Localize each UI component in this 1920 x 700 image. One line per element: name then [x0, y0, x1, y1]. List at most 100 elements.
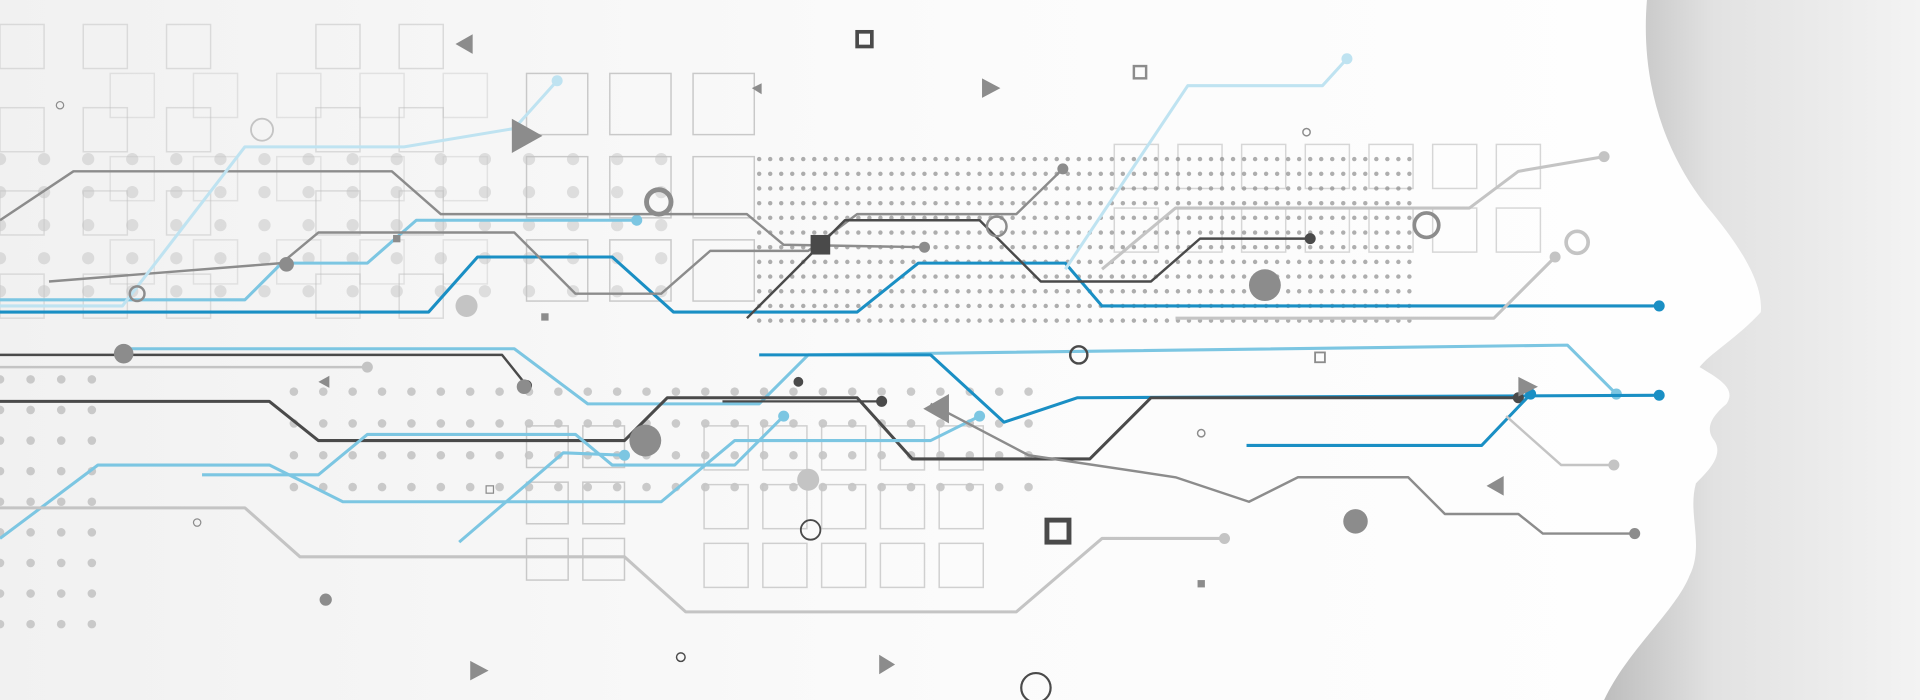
circuit-line: [0, 396, 1519, 461]
grid-dot: [1374, 156, 1379, 162]
grid-dot: [436, 450, 446, 460]
grid-dot: [1208, 186, 1214, 191]
grid-square: [582, 537, 626, 581]
grid-dot: [1241, 186, 1247, 191]
grid-dot: [1065, 200, 1070, 206]
grid-dot: [818, 482, 828, 492]
grid-dot: [900, 215, 905, 221]
grid-dot: [1032, 289, 1037, 294]
grid-dot: [87, 589, 97, 598]
grid-dot: [1021, 215, 1026, 221]
grid-dot: [1296, 259, 1302, 265]
grid-dot: [1285, 156, 1291, 162]
grid-dot: [944, 200, 949, 206]
line-end-node: [1608, 459, 1620, 471]
grid-dot: [1186, 259, 1192, 265]
grid-dot: [801, 156, 806, 162]
grid-dot: [1274, 215, 1280, 221]
grid-dot: [566, 219, 580, 232]
grid-dot: [1374, 230, 1379, 235]
grid-dot: [318, 387, 328, 396]
grid-dot: [1407, 186, 1412, 191]
grid-dot: [1120, 156, 1126, 162]
grid-dot: [1219, 200, 1225, 206]
grid-dot: [1087, 303, 1092, 309]
grid-dot: [87, 497, 97, 507]
grid-dot: [1120, 318, 1126, 323]
grid-square: [1113, 143, 1160, 190]
grid-square: [398, 23, 444, 70]
grid-dot: [1175, 200, 1181, 206]
grid-dot: [1407, 156, 1412, 162]
grid-dot: [977, 215, 982, 221]
grid-dot: [554, 419, 563, 428]
grid-dot: [856, 171, 861, 176]
line-end-node: [1629, 528, 1641, 540]
grid-dot: [922, 200, 927, 206]
grid-dot: [1065, 245, 1070, 250]
grid-dot: [759, 387, 769, 396]
grid-dot: [812, 215, 817, 221]
grid-dot: [944, 171, 949, 176]
grid-dot: [768, 186, 773, 191]
ring-icon: [799, 519, 822, 541]
grid-dot: [170, 252, 183, 265]
grid-dot: [126, 186, 139, 199]
grid-dot: [82, 219, 95, 232]
grid-dot: [1098, 274, 1104, 279]
grid-dot: [436, 419, 446, 428]
grid-dot: [999, 318, 1004, 323]
grid-dot: [801, 215, 806, 221]
grid-square: [82, 190, 129, 236]
grid-dot: [26, 466, 35, 476]
grid-dot: [1363, 274, 1368, 279]
grid-dot: [988, 200, 993, 206]
grid-dot: [1076, 200, 1081, 206]
decorative-shapes: [55, 29, 1590, 700]
grid-dot: [1341, 230, 1346, 235]
square-node: [810, 234, 831, 255]
grid-dot: [1396, 259, 1401, 265]
grid-dot: [966, 156, 971, 162]
grid-dot: [434, 152, 447, 166]
grid-dot: [1241, 259, 1247, 265]
grid-dot: [790, 215, 795, 221]
grid-dot: [988, 303, 993, 309]
grid-dot: [302, 252, 315, 265]
grid-dot: [407, 387, 416, 396]
grid-dot: [877, 450, 886, 460]
grid-dot: [1065, 318, 1070, 323]
grid-dot: [790, 289, 795, 294]
grid-dot: [1330, 259, 1335, 265]
grid-dot: [933, 156, 938, 162]
grid-dot: [1197, 289, 1203, 294]
grid-dot: [0, 375, 5, 384]
grid-dot: [936, 419, 945, 428]
grid-square: [938, 483, 985, 530]
grid-square: [525, 72, 589, 136]
grid-dot: [1087, 259, 1092, 265]
grid-dot: [289, 387, 299, 396]
grid-dot: [1010, 245, 1015, 250]
grid-dot: [1175, 259, 1181, 265]
grid-dot: [801, 318, 806, 323]
grid-dot: [911, 274, 916, 279]
grid-dot: [522, 152, 536, 166]
grid-dot: [0, 285, 7, 298]
grid-dot: [1285, 259, 1291, 265]
grid-dot: [789, 419, 798, 428]
grid-dot: [1032, 156, 1037, 162]
face-profile-shadow: [1604, 0, 1920, 700]
grid-dot: [1385, 200, 1390, 206]
grid-dot: [1109, 289, 1115, 294]
grid-dot: [1175, 171, 1181, 176]
grid-dot: [1164, 186, 1170, 191]
grid-dot: [966, 289, 971, 294]
grid-dot: [26, 619, 35, 629]
grid-dot: [1319, 215, 1324, 221]
line-end-node: [1653, 300, 1665, 312]
circuit-line: [202, 415, 785, 477]
grid-dot: [1021, 274, 1026, 279]
grid-dot: [1341, 200, 1346, 206]
grid-dot: [1054, 230, 1059, 235]
